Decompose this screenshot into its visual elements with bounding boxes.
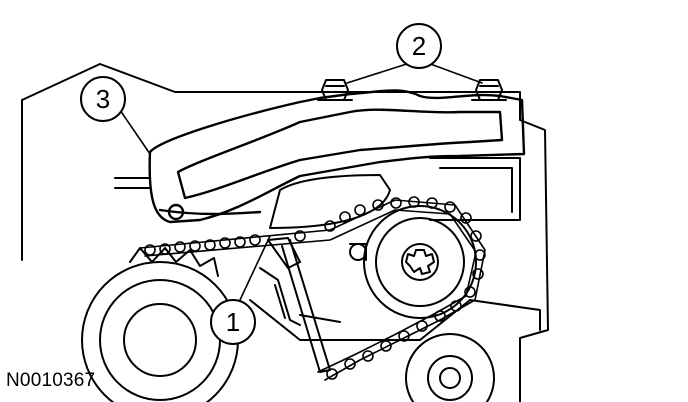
figure-id: N0010367	[6, 370, 96, 391]
bolt-left	[317, 79, 353, 101]
callout-3-label: 3	[96, 84, 110, 114]
callout-1: 1	[210, 299, 256, 345]
lower-pulley	[405, 333, 495, 402]
callout-1-label: 1	[226, 307, 240, 337]
camshaft-sprocket	[349, 205, 477, 319]
engine-block	[21, 63, 549, 402]
chain-links	[144, 196, 486, 380]
callout-2: 2	[396, 23, 442, 69]
leader-lines	[119, 61, 483, 301]
timing-chain	[139, 196, 486, 381]
bolt-right	[471, 79, 507, 101]
holding-tool	[148, 89, 526, 224]
callout-3: 3	[80, 76, 126, 122]
callout-2-label: 2	[412, 31, 426, 61]
chain-tensioner-arm	[259, 174, 391, 373]
